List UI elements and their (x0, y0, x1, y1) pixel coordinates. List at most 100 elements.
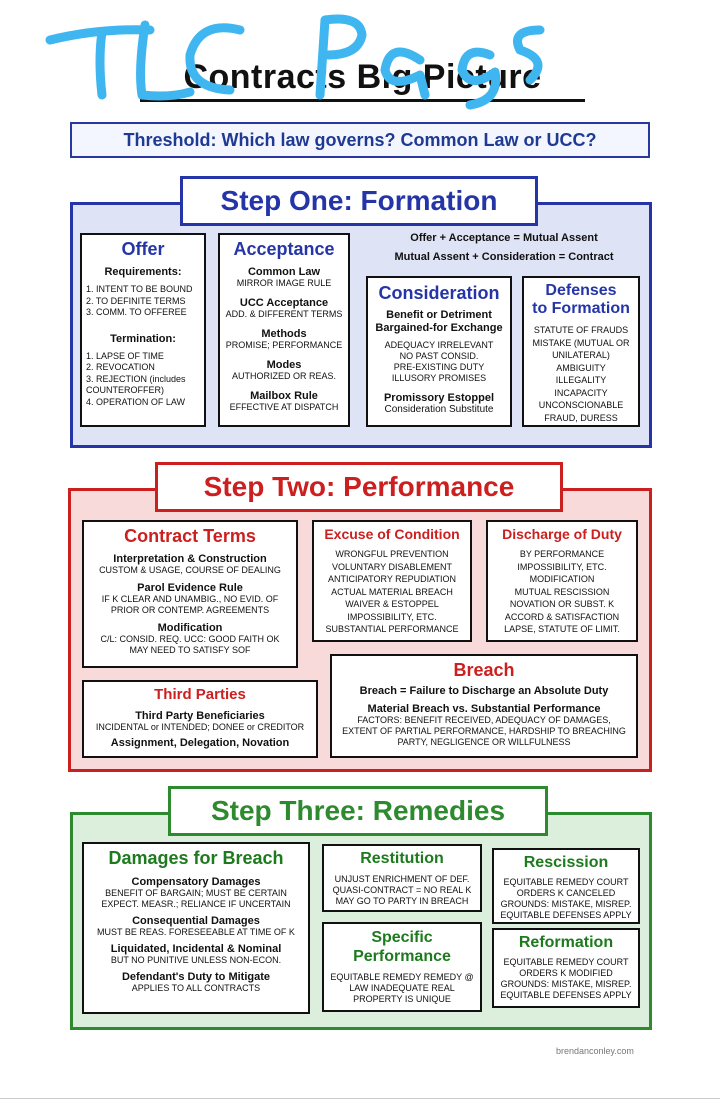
modification-text: C/L: CONSID. REQ. UCC: GOOD FAITH OK MAY… (100, 634, 280, 655)
mutual-assent-equation: Offer + Acceptance = Mutual Assent (410, 232, 598, 244)
list-item: WRONGFUL PREVENTION (335, 549, 449, 559)
compensatory-label: Compensatory Damages (131, 876, 261, 888)
list-item: PRE-EXISTING DUTY (393, 362, 485, 372)
consideration-heading: Consideration (378, 283, 500, 303)
termination-heading: Termination: (110, 332, 176, 345)
consequential-text: MUST BE REAS. FORESEEABLE AT TIME OF K (97, 927, 295, 937)
requirements-heading: Requirements: (104, 266, 182, 278)
list-item: 2. REVOCATION (86, 362, 155, 372)
restitution-box: Restitution UNJUST ENRICHMENT OF DEF. QU… (322, 844, 482, 912)
contract-terms-box: Contract Terms Interpretation & Construc… (82, 520, 298, 668)
compensatory-text: BENEFIT OF BARGAIN; MUST BE CERTAIN EXPE… (101, 888, 291, 909)
discharge-heading: Discharge of Duty (502, 526, 622, 542)
modification-label: Modification (157, 622, 223, 634)
methods-text: PROMISE; PERFORMANCE (225, 340, 343, 350)
additional-terms-text: ADD. & DIFFERENT TERMS (225, 309, 343, 319)
rescission-box: Rescission EQUITABLE REMEDY COURT ORDERS… (492, 848, 640, 924)
list-item: ACCORD & SATISFACTION (504, 611, 620, 622)
promissory-estoppel-label: Promissory Estoppel (383, 392, 495, 404)
discharge-of-duty-box: Discharge of Duty BY PERFORMANCE IMPOSSI… (486, 520, 638, 642)
list-item: STATUTE OF FRAUDS (533, 325, 629, 335)
contract-equation: Mutual Assent + Consideration = Contract (394, 251, 614, 263)
beneficiaries-text: INCIDENTAL or INTENDED; DONEE or CREDITO… (95, 722, 305, 732)
step-one-title: Step One: Formation (180, 176, 538, 226)
list-item: 1. LAPSE OF TIME (86, 350, 164, 361)
performance-heading: Performance (353, 948, 451, 965)
bargained-exchange-label: Bargained-for Exchange (375, 322, 503, 334)
list-item: MISTAKE (MUTUAL OR UNILATERAL) (532, 337, 630, 361)
liquidated-text: BUT NO PUNITIVE UNLESS NON-ECON. (110, 955, 282, 965)
list-item: IMPOSSIBILITY, ETC. (517, 561, 607, 572)
ucc-acceptance-label: UCC Acceptance (239, 297, 329, 309)
mitigate-label: Defendant's Duty to Mitigate (121, 971, 271, 983)
mitigate-text: APPLIES TO ALL CONTRACTS (131, 983, 261, 993)
list-item: WAIVER & ESTOPPEL (345, 599, 439, 609)
page-title: Contracts Big Picture (140, 58, 585, 102)
list-item: NOVATION OR SUBST. K (509, 599, 615, 609)
defenses-box: Defenses to Formation STATUTE OF FRAUDS … (522, 276, 640, 427)
excuse-heading: Excuse of Condition (324, 526, 460, 542)
restitution-text: UNJUST ENRICHMENT OF DEF. QUASI-CONTRACT… (332, 874, 472, 906)
mirror-image-text: MIRROR IMAGE RULE (236, 278, 332, 288)
third-parties-box: Third Parties Third Party Beneficiaries … (82, 680, 318, 758)
list-item: 3. COMM. TO OFFEREE (86, 307, 187, 317)
specific-performance-text: EQUITABLE REMEDY REMEDY @ LAW INADEQUATE… (330, 972, 474, 1004)
liquidated-label: Liquidated, Incidental & Nominal (110, 943, 282, 955)
acceptance-box: Acceptance Common Law MIRROR IMAGE RULE … (218, 233, 350, 427)
offer-heading: Offer (121, 239, 165, 259)
benefit-detriment-label: Benefit or Detriment (386, 309, 492, 321)
modes-label: Modes (266, 359, 302, 371)
material-breach-label: Material Breach vs. Substantial Performa… (367, 703, 601, 715)
list-item: ILLUSORY PROMISES (391, 373, 487, 383)
damages-heading: Damages for Breach (108, 848, 284, 868)
list-item: 1. INTENT TO BE BOUND (86, 284, 193, 294)
list-item: VOLUNTARY DISABLEMENT (331, 561, 453, 572)
third-party-beneficiaries-label: Third Party Beneficiaries (135, 710, 265, 722)
list-item: FRAUD, DURESS (544, 412, 618, 423)
contract-terms-heading: Contract Terms (124, 526, 256, 546)
list-item: ANTICIPATORY REPUDIATION (327, 574, 457, 584)
damages-box: Damages for Breach Compensatory Damages … (82, 842, 310, 1014)
list-item: 4. OPERATION OF LAW (86, 396, 186, 407)
reformation-text: EQUITABLE REMEDY COURT ORDERS K MODIFIED… (500, 957, 632, 1000)
breach-heading: Breach (453, 660, 515, 680)
list-item: NO PAST CONSID. (399, 351, 479, 361)
rescission-text: EQUITABLE REMEDY COURT ORDERS K CANCELED… (500, 877, 632, 920)
specific-heading: Specific (371, 929, 433, 946)
list-item: UNCONSCIONABLE (538, 400, 624, 410)
restitution-heading: Restitution (360, 850, 444, 867)
consequential-label: Consequential Damages (132, 915, 260, 927)
modes-text: AUTHORIZED OR REAS. (231, 371, 336, 381)
consideration-box: Consideration Benefit or Detriment Barga… (366, 276, 512, 427)
reformation-box: Reformation EQUITABLE REMEDY COURT ORDER… (492, 928, 640, 1008)
credit-text: brendanconley.com (556, 1046, 634, 1056)
methods-label: Methods (261, 328, 307, 340)
reformation-heading: Reformation (518, 934, 614, 951)
third-parties-heading: Third Parties (154, 686, 246, 703)
bottom-divider (0, 1098, 720, 1099)
list-item: AMBIGUITY (556, 362, 606, 373)
step-two-title: Step Two: Performance (155, 462, 563, 512)
list-item: ACTUAL MATERIAL BREACH (331, 586, 453, 597)
parol-evidence-text: IF K CLEAR AND UNAMBIG., NO EVID. OF PRI… (101, 594, 279, 615)
assignment-label: Assignment, Delegation, Novation (110, 737, 290, 749)
breach-definition: Breach = Failure to Discharge an Absolut… (359, 685, 609, 697)
mailbox-rule-label: Mailbox Rule (250, 390, 318, 402)
defenses-heading: Defenses (545, 282, 617, 299)
mailbox-rule-text: EFFECTIVE AT DISPATCH (229, 402, 339, 412)
list-item: ILLEGALITY (555, 375, 607, 385)
rescission-heading: Rescission (523, 854, 609, 871)
list-item: INCAPACITY (554, 387, 608, 398)
parol-evidence-label: Parol Evidence Rule (137, 582, 243, 594)
step-three-title: Step Three: Remedies (168, 786, 548, 836)
acceptance-heading: Acceptance (233, 239, 335, 259)
offer-box: Offer Requirements: 1. INTENT TO BE BOUN… (80, 233, 206, 427)
estoppel-text: Consideration Substitute (384, 404, 494, 415)
excuse-of-condition-box: Excuse of Condition WRONGFUL PREVENTION … (312, 520, 472, 642)
common-law-label: Common Law (247, 266, 321, 278)
list-item: MODIFICATION (529, 574, 595, 584)
specific-performance-box: Specific Performance EQUITABLE REMEDY RE… (322, 922, 482, 1012)
interpretation-text: CUSTOM & USAGE, COURSE OF DEALING (99, 565, 281, 575)
list-item: LAPSE, STATUTE OF LIMIT. (504, 624, 620, 634)
breach-box: Breach Breach = Failure to Discharge an … (330, 654, 638, 758)
